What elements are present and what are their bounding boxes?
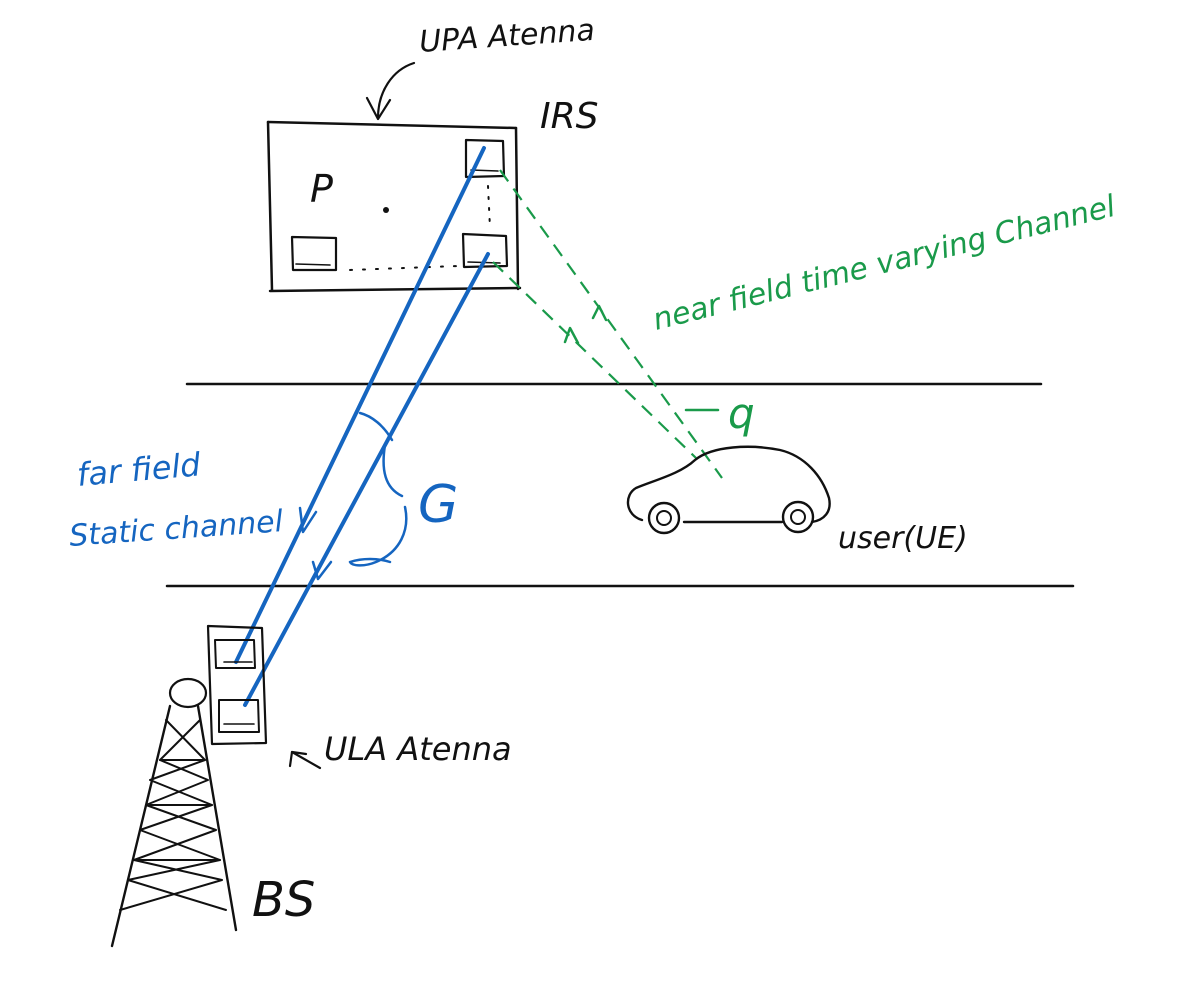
near-field-ray-1 — [499, 169, 723, 479]
far-field-label-line2: Static channel — [68, 504, 285, 554]
ula-antenna-icon — [206, 624, 268, 746]
irs-label: IRS — [540, 96, 598, 137]
irs-center-dot — [383, 207, 389, 213]
user-channel-label: q — [728, 389, 755, 438]
bs-channel-label: G — [418, 475, 458, 535]
g-bracket-arc — [358, 411, 394, 442]
far-field-ray-1 — [234, 146, 486, 664]
upa-antenna-label: UPA Atenna — [418, 13, 596, 60]
irs-point-label: P — [310, 167, 333, 211]
ula-pointer-arrow — [290, 750, 322, 770]
ula-antenna-label: ULA Atenna — [324, 730, 512, 768]
far-field-ray-2 — [243, 252, 490, 707]
upa-pointer-arrow — [376, 61, 416, 120]
near-field-ray-2 — [492, 261, 697, 459]
near-field-label: near field time varying Channel — [649, 189, 1119, 338]
far-field-label-line1: far field — [75, 445, 202, 494]
irs-panel-icon — [266, 120, 522, 293]
tower-icon — [110, 677, 238, 948]
user-label: user(UE) — [838, 521, 968, 556]
bs-label: BS — [252, 872, 315, 928]
car-icon — [626, 445, 831, 535]
